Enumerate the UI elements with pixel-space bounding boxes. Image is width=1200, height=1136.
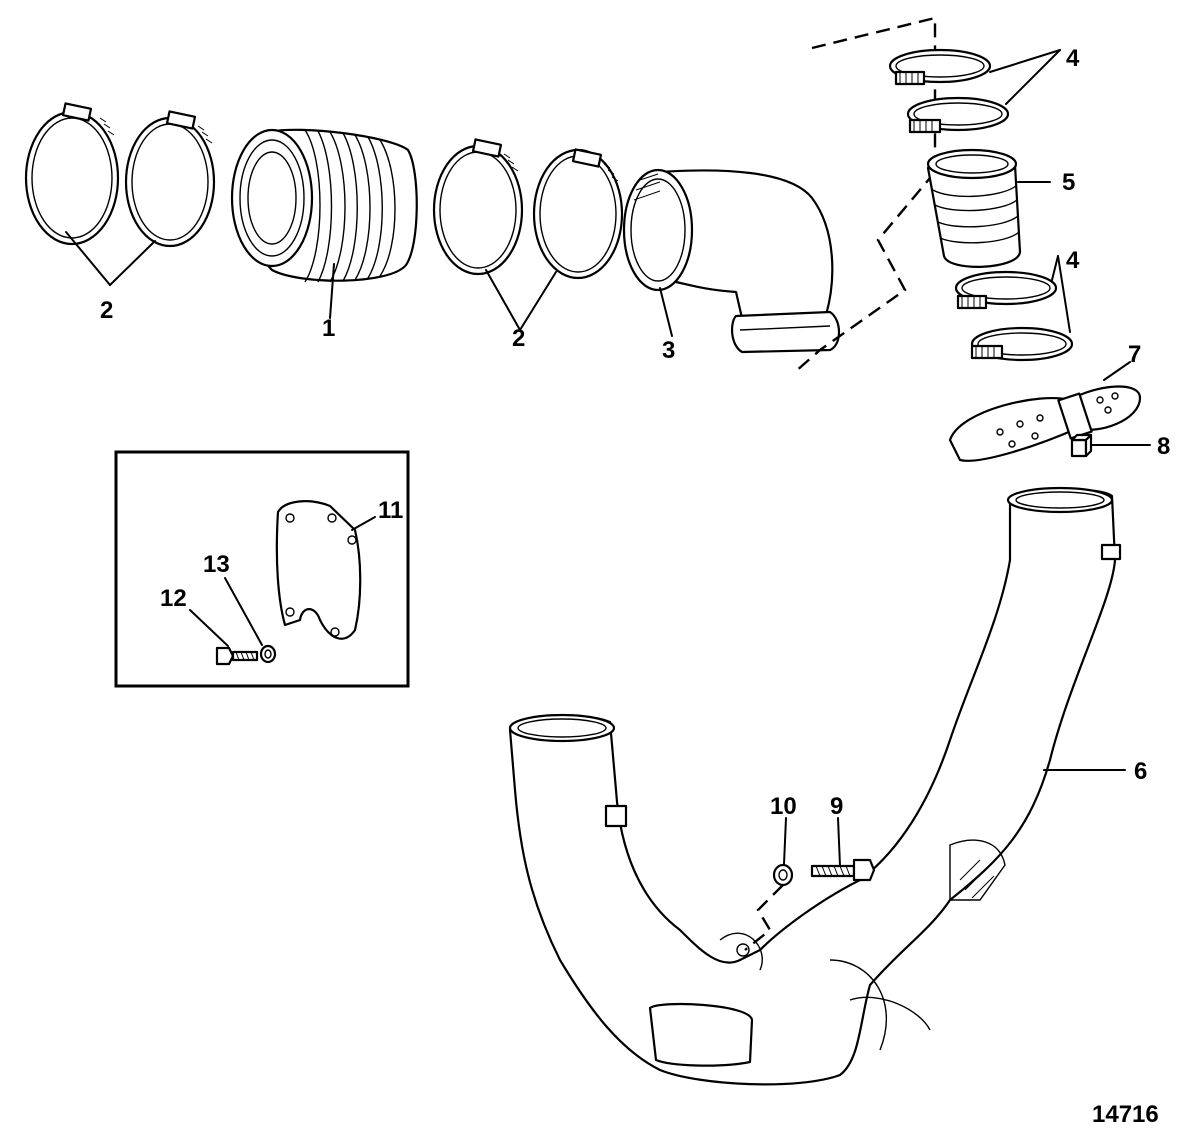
clamp-4-upper-b — [906, 96, 1010, 134]
hose-clamp-right-inner — [532, 148, 624, 280]
nut-10 — [772, 863, 794, 887]
callout-5: 5 — [1062, 169, 1075, 196]
callout-13: 13 — [203, 551, 230, 578]
callout-8: 8 — [1157, 433, 1170, 460]
hose-clamp-left-outer — [24, 102, 120, 246]
callout-10: 10 — [770, 793, 797, 820]
clamp-4-lower-a — [954, 270, 1058, 310]
clamp-4-lower-b — [970, 326, 1074, 362]
clamp-4-upper-a — [888, 48, 992, 86]
callout-12: 12 — [160, 585, 187, 612]
exhaust-hose — [926, 148, 1022, 268]
callout-6: 6 — [1134, 758, 1147, 785]
bolt-dashed-path — [744, 884, 784, 951]
callout-7: 7 — [1128, 341, 1141, 368]
bolt-9 — [810, 858, 876, 882]
bolt-12 — [215, 646, 259, 666]
callout-2-right: 2 — [512, 325, 525, 352]
callout-4-lower: 4 — [1066, 247, 1080, 274]
hose-clamp-right-outer — [432, 138, 524, 276]
figure-number: 14716 — [1092, 1101, 1159, 1128]
leader-lines — [65, 49, 1151, 867]
hose-clamp-left-inner — [124, 110, 216, 248]
washer-13 — [259, 644, 277, 664]
exhaust-bellows — [230, 128, 418, 283]
inset-frame — [114, 450, 410, 688]
callout-11: 11 — [378, 497, 403, 524]
callout-1: 1 — [322, 315, 335, 342]
exhaust-y-pipe — [508, 486, 1122, 1086]
exhaust-elbow — [622, 168, 841, 354]
callout-9: 9 — [830, 793, 843, 820]
flapper-stop-block — [1070, 433, 1093, 458]
callout-3: 3 — [662, 337, 675, 364]
mounting-plate-11 — [275, 500, 362, 640]
callout-2-left: 2 — [100, 297, 113, 324]
flapper-valve — [948, 385, 1142, 462]
callout-4-upper: 4 — [1066, 45, 1080, 72]
